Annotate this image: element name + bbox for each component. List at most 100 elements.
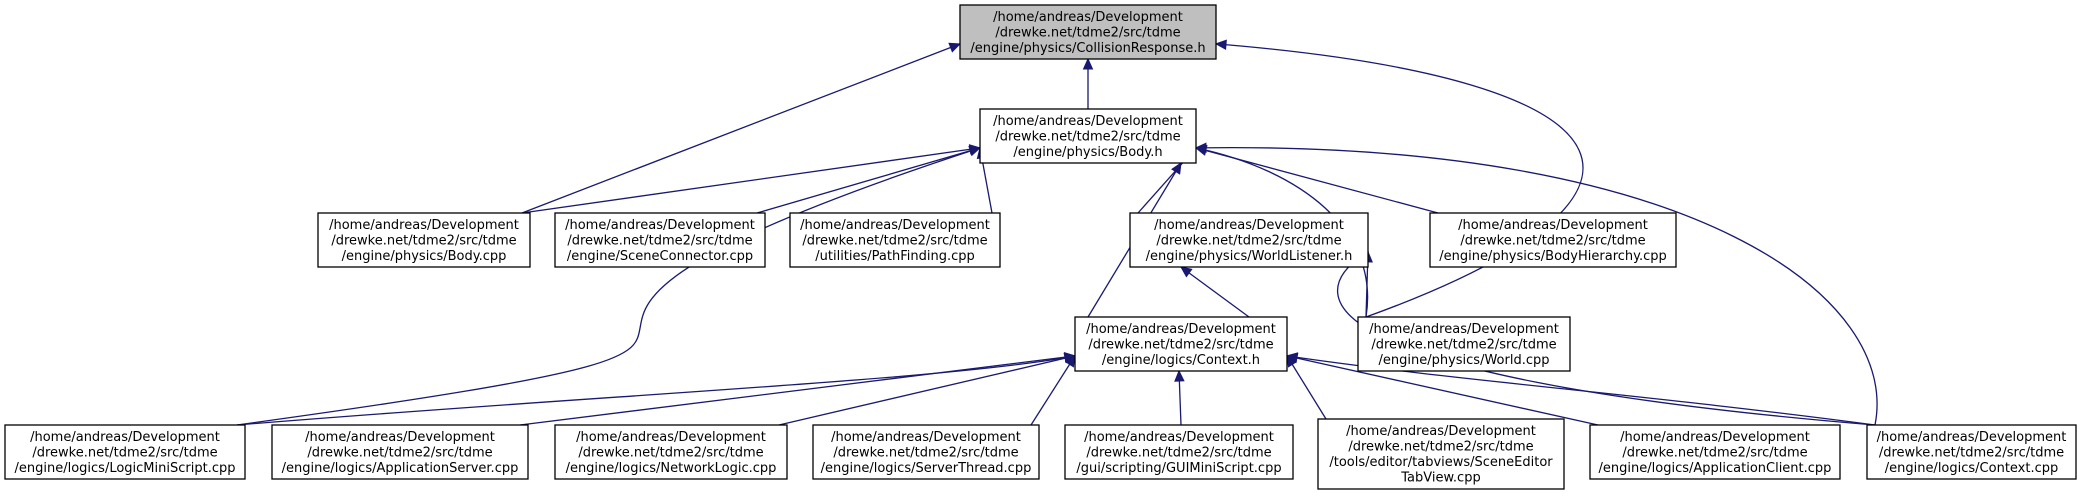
node-label-line: /drewke.net/tdme2/src/tdme <box>307 445 492 460</box>
include-edge <box>521 43 961 214</box>
node-label-line: /home/andreas/Development <box>576 430 766 445</box>
node-collision-response-h: /home/andreas/Development/drewke.net/tdm… <box>959 4 1217 60</box>
node-path-finding-cpp[interactable]: /home/andreas/Development/drewke.net/tdm… <box>789 212 1001 268</box>
node-label-line: /engine/logics/LogicMiniScript.cpp <box>15 461 236 476</box>
node-application-server-cpp[interactable]: /home/andreas/Development/drewke.net/tdm… <box>271 424 529 480</box>
edge-arrowhead <box>948 42 962 53</box>
node-world-cpp[interactable]: /home/andreas/Development/drewke.net/tdm… <box>1357 316 1571 372</box>
node-label-line: /home/andreas/Development <box>1620 430 1810 445</box>
node-label-line: /engine/logics/ApplicationClient.cpp <box>1599 461 1832 476</box>
node-label-line: /home/andreas/Development <box>1154 218 1344 233</box>
node-label-line: /gui/scripting/GUIMiniScript.cpp <box>1076 461 1281 476</box>
node-label-line: /home/andreas/Development <box>800 218 990 233</box>
node-box <box>1357 316 1571 372</box>
node-label-line: /drewke.net/tdme2/src/tdme <box>1348 440 1533 455</box>
node-label-line: /engine/physics/WorldListener.h <box>1146 249 1353 264</box>
node-label-line: /engine/physics/World.cpp <box>1378 353 1549 368</box>
node-context-cpp[interactable]: /home/andreas/Development/drewke.net/tdm… <box>1866 424 2077 480</box>
node-label-line: /drewke.net/tdme2/src/tdme <box>331 233 516 248</box>
node-box <box>4 424 246 480</box>
node-label-line: /home/andreas/Development <box>1086 322 1276 337</box>
node-label-line: /home/andreas/Development <box>831 430 1021 445</box>
node-application-client-cpp[interactable]: /home/andreas/Development/drewke.net/tdm… <box>1589 424 1841 480</box>
node-box <box>1589 424 1841 480</box>
node-label-line: /drewke.net/tdme2/src/tdme <box>995 25 1180 40</box>
node-label-line: /home/andreas/Development <box>1369 322 1559 337</box>
node-label-line: /home/andreas/Development <box>30 430 220 445</box>
node-label-line: /engine/SceneConnector.cpp <box>567 249 753 264</box>
node-box <box>554 424 788 480</box>
node-label-line: /engine/logics/ServerThread.cpp <box>821 461 1032 476</box>
node-box <box>1866 424 2077 480</box>
node-label-line: /home/andreas/Development <box>993 114 1183 129</box>
include-edge <box>519 355 1076 426</box>
node-box <box>959 4 1217 60</box>
node-label-line: /drewke.net/tdme2/src/tdme <box>995 129 1180 144</box>
include-edge <box>756 147 981 214</box>
node-label-line: TabView.cpp <box>1400 471 1480 486</box>
node-box <box>812 424 1040 480</box>
edge-arrowhead <box>1064 354 1076 368</box>
node-label-line: /utilities/PathFinding.cpp <box>815 249 975 264</box>
node-label-line: /home/andreas/Development <box>993 10 1183 25</box>
include-edge <box>1030 355 1076 426</box>
node-context-h[interactable]: /home/andreas/Development/drewke.net/tdm… <box>1074 316 1288 372</box>
node-label-line: /home/andreas/Development <box>1346 424 1536 439</box>
edge-arrowhead <box>1214 39 1227 50</box>
node-label-line: /drewke.net/tdme2/src/tdme <box>1088 337 1273 352</box>
node-logic-mini-script-cpp[interactable]: /home/andreas/Development/drewke.net/tdm… <box>4 424 246 480</box>
edge-arrowhead <box>1082 57 1094 70</box>
node-box <box>1074 316 1288 372</box>
node-box <box>554 212 766 268</box>
node-server-thread-cpp[interactable]: /home/andreas/Development/drewke.net/tdm… <box>812 424 1040 480</box>
node-world-listener-h[interactable]: /home/andreas/Development/drewke.net/tdm… <box>1129 212 1369 268</box>
node-label-line: /drewke.net/tdme2/src/tdme <box>1086 445 1271 460</box>
node-label-line: /engine/logics/NetworkLogic.cpp <box>566 461 777 476</box>
node-scene-editor-tab-view-cpp[interactable]: /home/andreas/Development/drewke.net/tdm… <box>1317 418 1565 490</box>
node-label-line: /tools/editor/tabviews/SceneEditor <box>1329 455 1553 470</box>
node-label-line: /home/andreas/Development <box>329 218 519 233</box>
include-edge <box>778 355 1076 426</box>
edge-arrowhead <box>968 146 982 157</box>
node-gui-mini-script-cpp[interactable]: /home/andreas/Development/drewke.net/tdm… <box>1064 424 1294 480</box>
node-label-line: /home/andreas/Development <box>1877 430 2067 445</box>
include-edge <box>1180 266 1250 318</box>
node-label-line: /engine/physics/Body.cpp <box>342 249 507 264</box>
include-edge <box>236 147 981 426</box>
node-body-h[interactable]: /home/andreas/Development/drewke.net/tdm… <box>979 108 1197 164</box>
node-label-line: /engine/logics/Context.cpp <box>1885 461 2059 476</box>
node-box <box>1429 212 1677 268</box>
node-scene-connector-cpp[interactable]: /home/andreas/Development/drewke.net/tdm… <box>554 212 766 268</box>
node-label-line: /engine/physics/Body.h <box>1013 145 1162 160</box>
node-label-line: /drewke.net/tdme2/src/tdme <box>1622 445 1807 460</box>
node-box <box>271 424 529 480</box>
node-label-line: /drewke.net/tdme2/src/tdme <box>32 445 217 460</box>
node-body-hierarchy-cpp[interactable]: /home/andreas/Development/drewke.net/tdm… <box>1429 212 1677 268</box>
include-edge <box>236 355 1076 426</box>
edge-arrowhead <box>1180 266 1193 278</box>
edge-arrowhead <box>1285 352 1299 363</box>
edges-layer <box>236 39 1878 426</box>
node-label-line: /engine/physics/CollisionResponse.h <box>970 41 1205 56</box>
node-label-line: /home/andreas/Development <box>305 430 495 445</box>
node-label-line: /engine/logics/Context.h <box>1102 353 1260 368</box>
include-edge <box>1286 355 1327 420</box>
node-body-cpp[interactable]: /home/andreas/Development/drewke.net/tdm… <box>317 212 531 268</box>
node-box <box>1129 212 1369 268</box>
node-label-line: /engine/physics/BodyHierarchy.cpp <box>1439 249 1667 264</box>
node-box <box>1064 424 1294 480</box>
include-edge <box>521 147 981 214</box>
node-label-line: /home/andreas/Development <box>1084 430 1274 445</box>
node-label-line: /drewke.net/tdme2/src/tdme <box>1879 445 2064 460</box>
node-label-line: /home/andreas/Development <box>1458 218 1648 233</box>
node-network-logic-cpp[interactable]: /home/andreas/Development/drewke.net/tdm… <box>554 424 788 480</box>
include-edge <box>1215 43 1584 318</box>
node-box <box>789 212 1001 268</box>
edge-arrowhead <box>1171 161 1182 175</box>
nodes-layer: /home/andreas/Development/drewke.net/tdm… <box>4 4 2077 490</box>
include-edge <box>1195 146 1878 426</box>
node-box <box>1317 418 1565 490</box>
node-label-line: /drewke.net/tdme2/src/tdme <box>567 233 752 248</box>
node-box <box>979 108 1197 164</box>
node-label-line: /drewke.net/tdme2/src/tdme <box>833 445 1018 460</box>
